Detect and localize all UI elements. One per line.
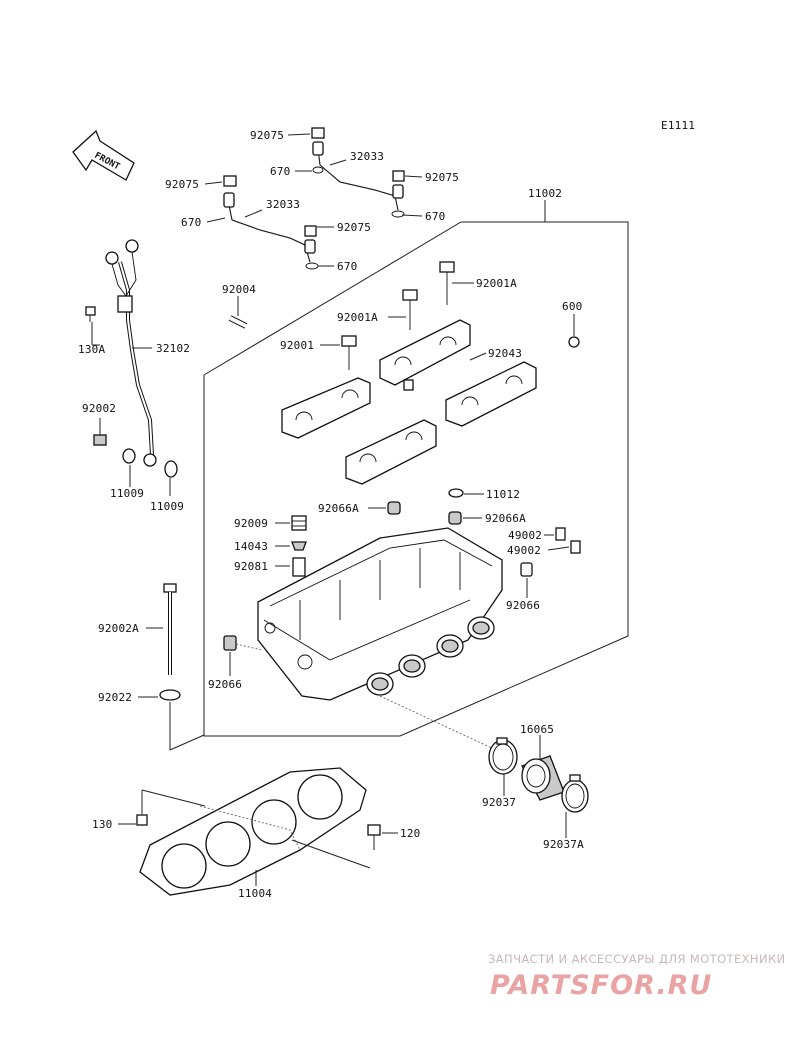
plug-600 — [568, 336, 580, 348]
label-92022: 92022 — [98, 691, 132, 704]
bolt-130 — [136, 814, 148, 826]
label-92037A: 92037A — [543, 838, 584, 851]
assembly-frame-11002 — [203, 200, 629, 737]
bolt-120 — [367, 824, 381, 836]
label-11002: 11002 — [528, 187, 562, 200]
label-130: 130 — [92, 818, 112, 831]
bolt-130A — [85, 306, 96, 316]
label-49002-a: 49002 — [508, 529, 542, 542]
label-92075-c: 92075 — [165, 178, 199, 191]
label-130A: 130A — [78, 343, 105, 356]
label-92066A-b: 92066A — [485, 512, 526, 525]
label-92002A: 92002A — [98, 622, 139, 635]
small-parts-right — [387, 488, 581, 577]
label-600: 600 — [562, 300, 582, 313]
label-92066-b: 92066 — [208, 678, 242, 691]
label-92075-b: 92075 — [425, 171, 459, 184]
label-92081: 92081 — [234, 560, 268, 573]
label-49002-b: 49002 — [507, 544, 541, 557]
label-92066-a: 92066 — [506, 599, 540, 612]
head-gasket-11004 — [139, 767, 367, 896]
label-92075-d: 92075 — [337, 221, 371, 234]
label-16065: 16065 — [520, 723, 554, 736]
camshaft-cap-rear-right — [445, 361, 537, 427]
clamp-92037 — [488, 737, 518, 775]
label-670-c: 670 — [181, 216, 201, 229]
oil-pipe-side — [85, 239, 178, 478]
label-120: 120 — [400, 827, 420, 840]
label-92075-a: 92075 — [250, 129, 284, 142]
washer-11009-a — [122, 448, 136, 464]
label-32033-a: 32033 — [350, 150, 384, 163]
oil-pipe-upper — [311, 127, 405, 218]
label-92037: 92037 — [482, 796, 516, 809]
watermark-tagline: ЗАПЧАСТИ И АКСЕССУАРЫ ДЛЯ МОТОТЕХНИКИ — [488, 952, 786, 966]
label-92002: 92002 — [82, 402, 116, 415]
cam-cap-bolts — [341, 261, 580, 370]
camshaft-cap-front-left — [281, 377, 371, 439]
label-670-b: 670 — [425, 210, 445, 223]
watermark-logo: PARTSFOR.RU — [490, 970, 712, 1001]
intake-ports — [366, 616, 495, 696]
intake-holder-16065 — [521, 755, 565, 801]
label-92009: 92009 — [234, 517, 268, 530]
camshaft-cap-rear-left — [379, 319, 471, 391]
label-92001: 92001 — [280, 339, 314, 352]
label-92004: 92004 — [222, 283, 256, 296]
label-32033-b: 32033 — [266, 198, 300, 211]
label-670-d: 670 — [337, 260, 357, 273]
bolt-92002 — [93, 434, 107, 446]
dowel-pin-92004 — [228, 315, 248, 329]
front-arrow-icon: FRONT — [72, 129, 135, 181]
clamp-92037A — [561, 774, 589, 813]
label-11009-b: 11009 — [150, 500, 184, 513]
label-92043: 92043 — [488, 347, 522, 360]
label-92001A-a: 92001A — [476, 277, 517, 290]
camshaft-cap-front-right — [345, 419, 437, 485]
oil-pipe-lower — [223, 175, 319, 270]
cylinder-head — [223, 527, 503, 701]
label-92066A-a: 92066A — [318, 502, 359, 515]
label-11009-a: 11009 — [110, 487, 144, 500]
diagram-code: E1111 — [661, 119, 695, 132]
cap-92066 — [223, 635, 237, 651]
washer-11009-b — [164, 460, 178, 478]
label-670-a: 670 — [270, 165, 290, 178]
banjo-bolt-top — [311, 127, 325, 139]
label-11004: 11004 — [238, 887, 272, 900]
label-11012: 11012 — [486, 488, 520, 501]
label-92001A-b: 92001A — [337, 311, 378, 324]
label-14043: 14043 — [234, 540, 268, 553]
label-32102: 32102 — [156, 342, 190, 355]
stud-bolt-92002A — [159, 583, 181, 701]
valve-parts — [291, 515, 307, 577]
